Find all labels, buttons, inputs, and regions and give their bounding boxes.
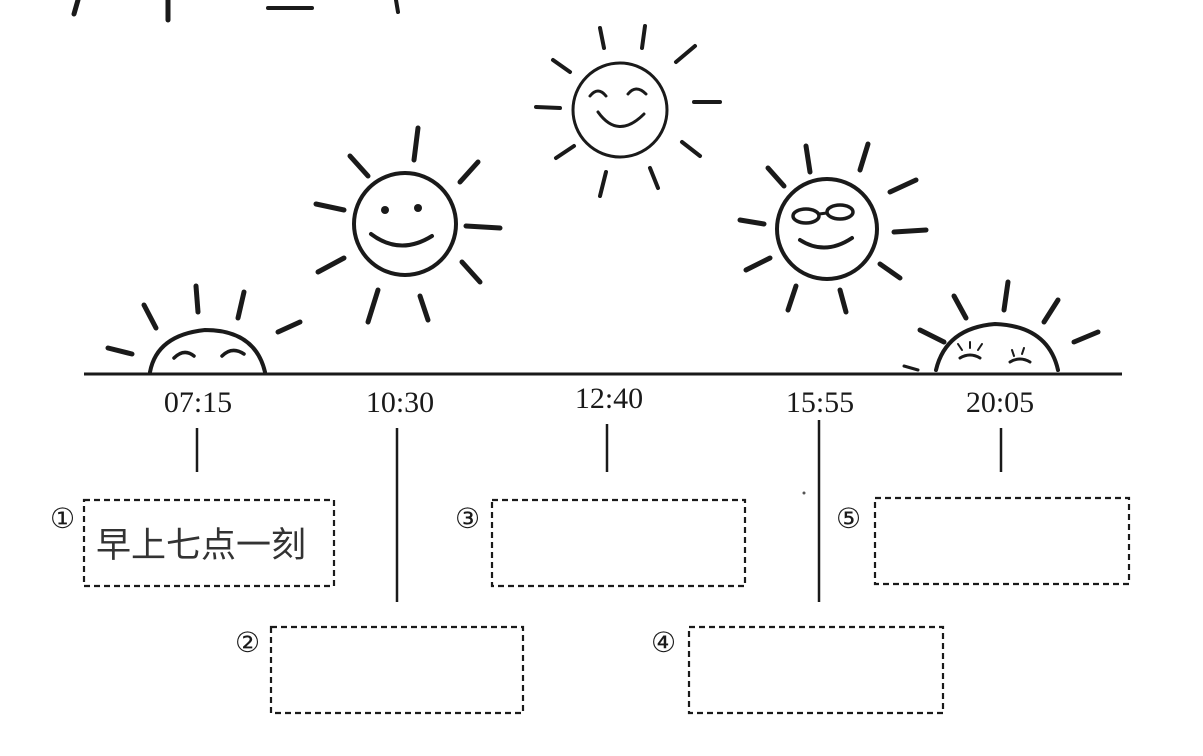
answer-box-4[interactable] [687,625,945,715]
answer-text-1: 早上七点一刻 [96,526,306,566]
sun-smile-icon [313,125,503,325]
sun-setting-icon [902,279,1101,372]
time-label-3: 12:40 [575,382,643,415]
top-edge-strokes [71,0,400,23]
answer-box-5[interactable] [873,496,1131,586]
box-marker-4: ④ [651,626,676,659]
box-marker-5: ⑤ [836,502,861,535]
sun-rising-icon [105,283,303,374]
answer-box-3[interactable] [490,498,747,588]
answer-box-1[interactable] [82,498,336,588]
time-label-4: 15:55 [786,386,854,419]
sun-sunglasses-icon [737,141,929,315]
sun-happy-icon [534,24,722,198]
box-marker-2: ② [235,626,260,659]
stray-dot [802,491,806,495]
time-label-2: 10:30 [366,386,434,419]
time-label-1: 07:15 [164,386,232,419]
answer-box-2[interactable] [269,625,525,715]
box-marker-3: ③ [455,502,480,535]
time-label-5: 20:05 [966,386,1034,419]
box-marker-1: ① [50,502,75,535]
